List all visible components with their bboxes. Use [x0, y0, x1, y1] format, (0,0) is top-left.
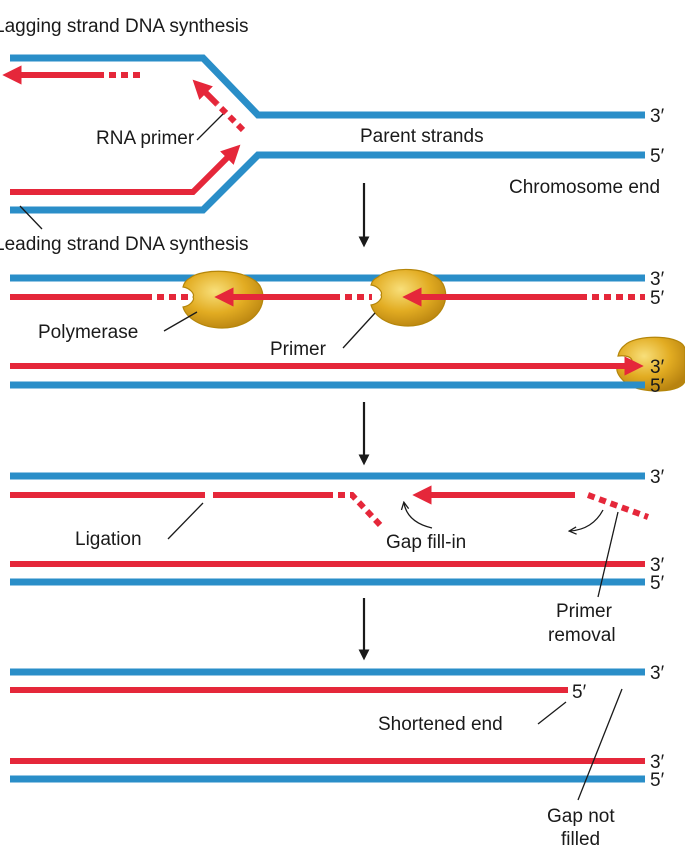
end-label-p2-third: 3′ — [650, 357, 665, 378]
label-primer-removal-line1: Primer — [556, 601, 613, 622]
panel-shortened-end: 3′ 5′ 3′ 5′ Shortened end Gap not filled — [10, 663, 665, 850]
parent-strand-bottom — [10, 151, 645, 214]
end-label-p4-bottom: 5′ — [650, 770, 665, 791]
label-lagging-strand: Lagging strand DNA synthesis — [0, 16, 249, 37]
p3-dangling-primer — [338, 492, 385, 530]
leader-shortened-end — [537, 701, 567, 725]
end-label-p2-second: 5′ — [650, 288, 665, 309]
label-primer: Primer — [270, 339, 327, 360]
label-primer-removal-line2: removal — [548, 625, 616, 646]
end-label-p1-top: 3′ — [650, 106, 665, 127]
end-label-p3-top: 3′ — [650, 467, 665, 488]
label-leading-strand: Leading strand DNA synthesis — [0, 234, 249, 255]
leader-polymerase — [163, 311, 198, 332]
label-ligation: Ligation — [75, 529, 142, 550]
leader-ligation — [167, 502, 204, 540]
leader-leading-strand — [19, 205, 43, 230]
leader-primer-removal — [597, 511, 619, 598]
leader-gap-not-filled — [577, 688, 623, 801]
panel-polymerase-synthesis: 3′ 5′ 3′ 5′ Polymerase Primer — [10, 268, 685, 397]
end-label-p2-bottom: 5′ — [650, 376, 665, 397]
end-label-p4-shortened: 5′ — [572, 682, 587, 703]
label-shortened-end: Shortened end — [378, 714, 503, 735]
label-polymerase: Polymerase — [38, 322, 138, 343]
panel-ligation-fill-in: 3′ 3′ 5′ Ligation Gap fill-in Primer rem… — [10, 467, 665, 646]
curved-arrow-gap-fill-in — [404, 503, 433, 529]
end-label-p2-top: 3′ — [650, 269, 665, 290]
label-parent-strands: Parent strands — [360, 126, 484, 147]
fork-okazaki-arrow — [192, 79, 220, 107]
fork-rna-primer — [214, 101, 246, 133]
leader-rna-primer — [196, 113, 224, 141]
panel-replication-fork: Lagging strand DNA synthesis RNA primer … — [0, 16, 665, 255]
label-chromosome-end: Chromosome end — [509, 177, 660, 198]
end-label-p3-bottom: 5′ — [650, 573, 665, 594]
label-gap-not-filled-line1: Gap not — [547, 806, 615, 827]
end-label-p3-third: 3′ — [650, 555, 665, 576]
end-label-p1-bottom: 5′ — [650, 146, 665, 167]
curved-arrow-primer-removal — [570, 509, 604, 531]
label-rna-primer: RNA primer — [96, 128, 195, 149]
label-gap-not-filled-line2: filled — [561, 829, 600, 850]
leading-strand — [10, 144, 241, 195]
leader-primer — [342, 312, 376, 349]
p3-removed-primer — [586, 492, 650, 520]
label-gap-fill-in: Gap fill-in — [386, 532, 466, 553]
parent-strand-top — [10, 54, 645, 119]
end-label-p4-top: 3′ — [650, 663, 665, 684]
end-label-p4-third: 3′ — [650, 752, 665, 773]
